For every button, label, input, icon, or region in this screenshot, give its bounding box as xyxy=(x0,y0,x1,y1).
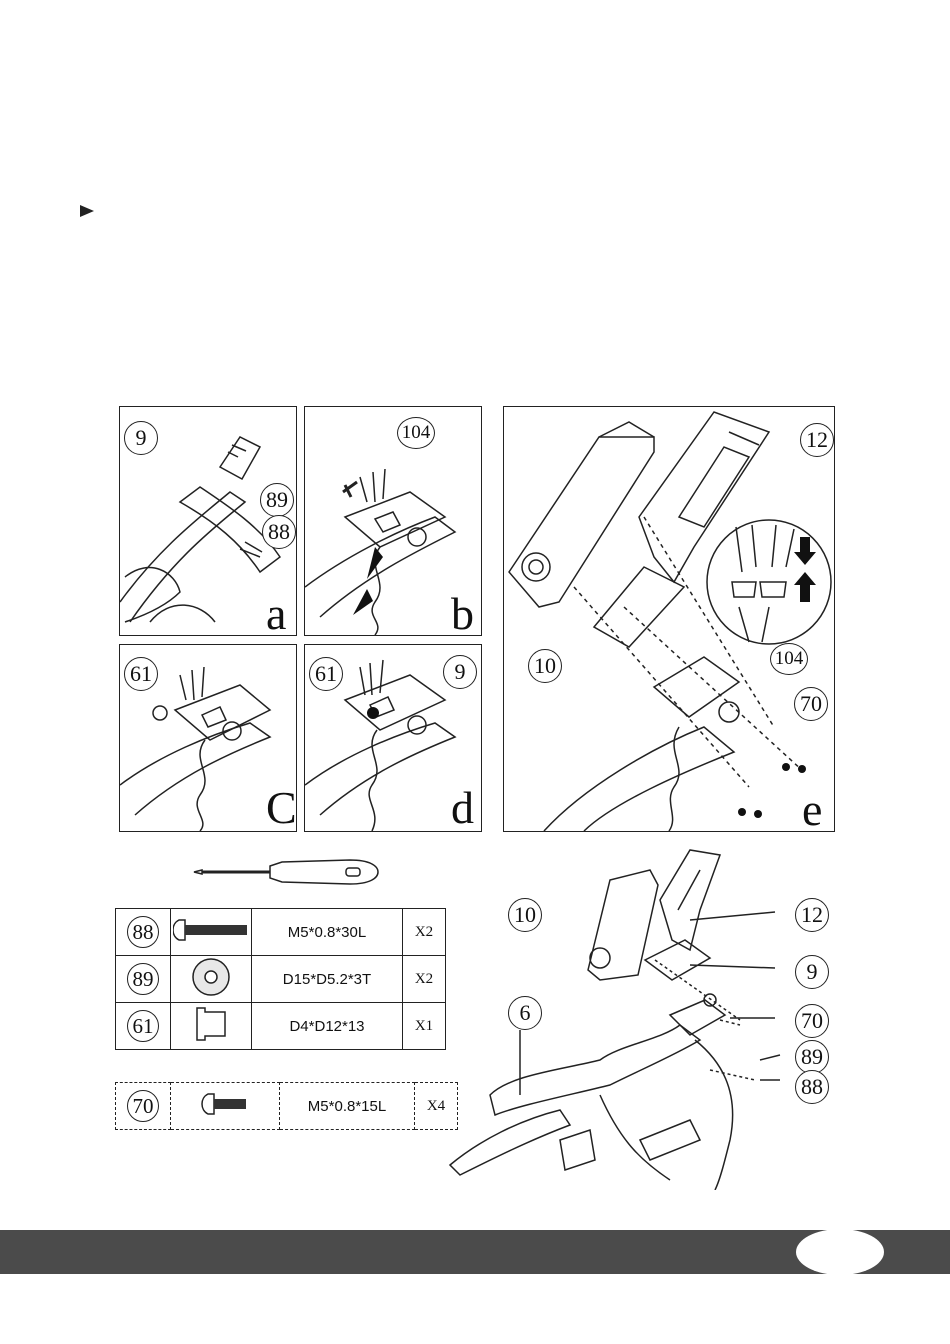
parts-table-2: 70 M5*0.8*15L X4 xyxy=(115,1082,458,1130)
table-row: 70 M5*0.8*15L X4 xyxy=(116,1083,458,1130)
panel-a: 9 89 88 a xyxy=(119,406,297,636)
table-row: 89 D15*D5.2*3T X2 xyxy=(116,956,446,1003)
callout-89: 89 xyxy=(260,483,294,517)
page-number-badge xyxy=(796,1229,884,1275)
part-size: M5*0.8*15L xyxy=(280,1083,415,1130)
part-number: 61 xyxy=(127,1010,159,1042)
part-size: D4*D12*13 xyxy=(252,1003,403,1050)
panel-e: 12 10 104 70 e xyxy=(503,406,835,832)
callout-61: 61 xyxy=(309,657,343,691)
panel-e-drawing xyxy=(504,407,834,831)
part-number: 89 xyxy=(127,963,159,995)
parts-table: 88 M5*0.8*30L X2 89 D15*D5.2*3T X2 61 D4… xyxy=(115,908,446,1050)
callout-12: 12 xyxy=(800,423,834,457)
callout-10: 10 xyxy=(528,649,562,683)
panel-letter-c: C xyxy=(266,785,297,831)
callout-70: 70 xyxy=(794,687,828,721)
callout-88: 88 xyxy=(262,515,296,549)
callout-10: 10 xyxy=(508,898,542,932)
part-number: 88 xyxy=(127,916,159,948)
callout-6: 6 xyxy=(508,996,542,1030)
panel-letter-d: d xyxy=(451,785,474,831)
callout-88: 88 xyxy=(795,1070,829,1104)
part-number: 70 xyxy=(127,1090,159,1122)
table-row: 61 D4*D12*13 X1 xyxy=(116,1003,446,1050)
bushing-icon xyxy=(191,1004,231,1044)
callout-104: 104 xyxy=(770,643,808,675)
panel-letter-b: b xyxy=(451,591,474,636)
panel-c: 61 C xyxy=(119,644,297,832)
panel-letter-a: a xyxy=(266,591,286,636)
panel-letter-e: e xyxy=(802,787,822,832)
long-screw-icon xyxy=(173,916,249,944)
panel-b: 104 b xyxy=(304,406,482,636)
callout-9: 9 xyxy=(443,655,477,689)
callout-89: 89 xyxy=(795,1040,829,1074)
screwdriver-icon xyxy=(190,852,382,892)
callout-61: 61 xyxy=(124,657,158,691)
part-size: D15*D5.2*3T xyxy=(252,956,403,1003)
step-arrow-icon xyxy=(80,205,94,217)
callout-9: 9 xyxy=(124,421,158,455)
part-size: M5*0.8*30L xyxy=(252,909,403,956)
callout-104: 104 xyxy=(397,417,435,449)
short-screw-icon xyxy=(200,1090,250,1118)
callout-12: 12 xyxy=(795,898,829,932)
callout-70: 70 xyxy=(795,1004,829,1038)
panel-d: 61 9 d xyxy=(304,644,482,832)
washer-icon xyxy=(189,957,233,997)
table-row: 88 M5*0.8*30L X2 xyxy=(116,909,446,956)
callout-9: 9 xyxy=(795,955,829,989)
